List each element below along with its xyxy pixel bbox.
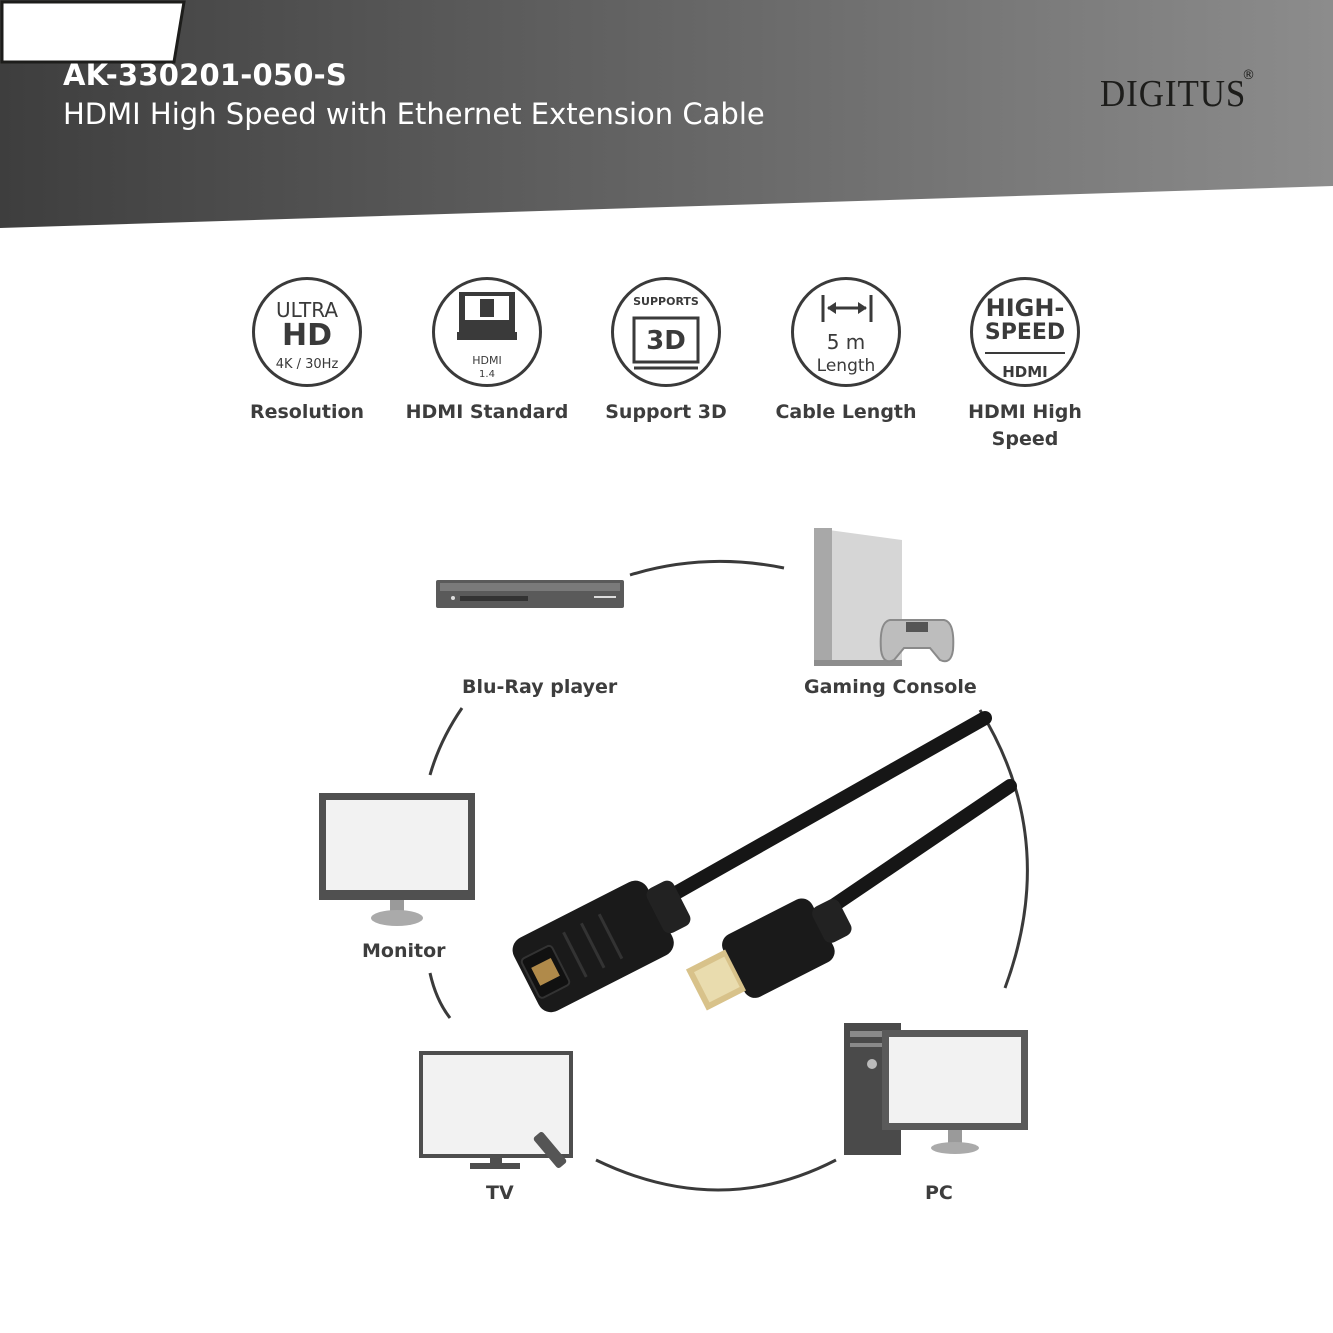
badge-line: SUPPORTS: [633, 295, 699, 308]
product-code: AK-330201-050-S: [63, 58, 347, 92]
feature-cable-length: 5 m Length Cable Length: [756, 277, 936, 426]
badge-line: HIGH-: [985, 294, 1065, 322]
tv-outline-graphic: [632, 316, 700, 370]
3d-tv-icon: SUPPORTS 3D: [611, 277, 721, 387]
length-arrow-icon: 5 m Length: [791, 277, 901, 387]
badge-line: HDMI: [1002, 363, 1048, 381]
double-arrow-graphic: [821, 295, 873, 322]
brand-registered-mark: ®: [1242, 68, 1255, 83]
pc-icon: [844, 1023, 1028, 1155]
hdmi-port-graphic: [457, 292, 517, 340]
bluray-player-icon: [436, 580, 624, 608]
tv-label: TV: [486, 1182, 514, 1204]
badge-line: HDMI: [472, 354, 502, 367]
pc-label: PC: [925, 1182, 953, 1204]
badge-line: 4K / 30Hz: [275, 357, 339, 372]
ultra-hd-icon: ULTRA HD 4K / 30Hz: [252, 277, 362, 387]
badge-line: 5 m: [826, 330, 866, 354]
hdmi-extension-cable-image: [512, 711, 1017, 1013]
badge-line: 1.4: [479, 369, 495, 380]
badge-line: Length: [816, 356, 876, 376]
monitor-icon: [319, 793, 475, 926]
brand-logo: [0, 0, 186, 64]
console-label: Gaming Console: [804, 676, 977, 698]
tv-icon: [419, 1051, 573, 1169]
badge-line: HD: [281, 318, 332, 353]
bluray-label: Blu-Ray player: [462, 676, 618, 698]
feature-label: HDMI High Speed: [968, 401, 1082, 450]
feature-high-speed: HIGH- SPEED HDMI HDMI High Speed: [935, 277, 1115, 453]
high-speed-hdmi-icon: HIGH- SPEED HDMI: [970, 277, 1080, 387]
brand-name: DIGITUS: [1100, 73, 1247, 115]
badge-line: 3D: [646, 326, 686, 356]
feature-label: Resolution: [249, 401, 365, 423]
feature-hdmi-standard: HDMI 1.4 HDMI Standard: [397, 277, 577, 426]
divider-line: [985, 352, 1065, 354]
feature-3d: SUPPORTS 3D Support 3D: [576, 277, 756, 426]
feature-label: HDMI Standard: [405, 401, 569, 423]
feature-resolution: ULTRA HD 4K / 30Hz Resolution: [217, 277, 397, 426]
badge-line: ULTRA: [275, 298, 338, 322]
badge-line: SPEED: [984, 320, 1066, 345]
header-banner: AK-330201-050-S HDMI High Speed with Eth…: [0, 0, 1333, 230]
monitor-label: Monitor: [362, 940, 446, 962]
product-name: HDMI High Speed with Ethernet Extension …: [63, 97, 765, 131]
header-background: [0, 0, 1333, 228]
hdmi-connector-icon: HDMI 1.4: [432, 277, 542, 387]
gaming-console-icon: [814, 528, 955, 666]
feature-label: Cable Length: [775, 401, 917, 423]
connection-ring: [428, 559, 1029, 1192]
feature-label: Support 3D: [605, 401, 727, 423]
